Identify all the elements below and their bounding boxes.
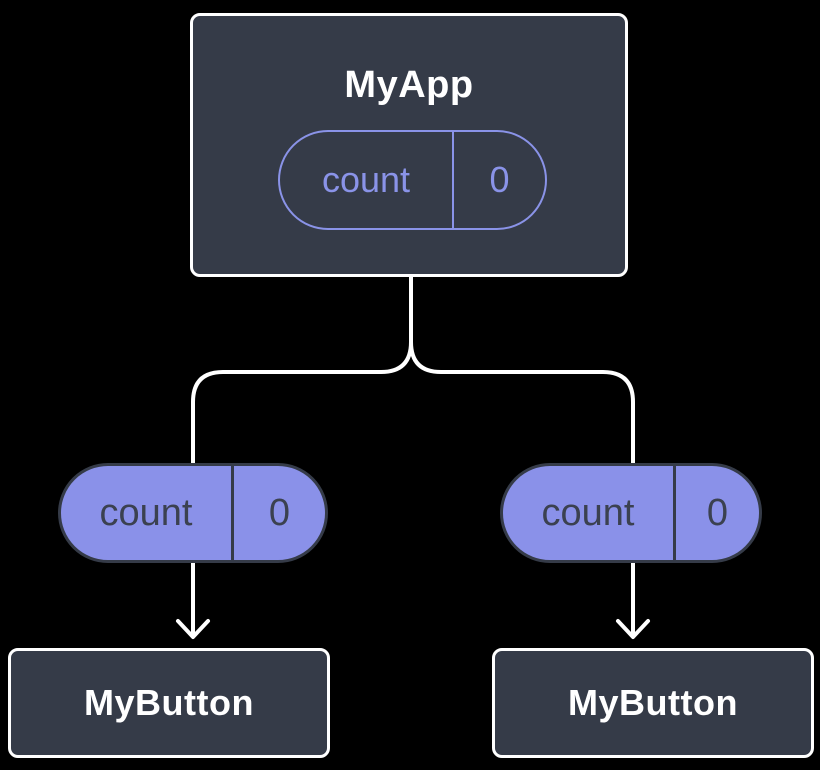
prop-value-left: 0 [268, 491, 291, 534]
prop-value-right: 0 [706, 491, 729, 534]
pill-divider [673, 466, 676, 560]
prop-name-right: count [541, 491, 635, 534]
state-pill: count 0 [278, 130, 547, 230]
node-mybutton-left: MyButton [8, 648, 330, 758]
prop-pill-right: count 0 [500, 463, 762, 563]
arrow-left-head [176, 619, 210, 639]
node-mybutton-right-label: MyButton [568, 682, 738, 723]
state-value: 0 [489, 159, 510, 200]
branch-line-left [191, 270, 413, 472]
branch-line-right [409, 270, 635, 472]
node-myapp: MyApp count 0 [190, 13, 628, 277]
pill-divider [231, 466, 234, 560]
node-mybutton-left-label: MyButton [84, 682, 254, 723]
node-myapp-label: MyApp [344, 64, 474, 106]
state-name: count [321, 159, 411, 200]
prop-name-left: count [99, 491, 193, 534]
prop-pill-left: count 0 [58, 463, 328, 563]
pill-divider [452, 132, 454, 228]
node-mybutton-right: MyButton [492, 648, 814, 758]
arrow-right-head [616, 619, 650, 639]
